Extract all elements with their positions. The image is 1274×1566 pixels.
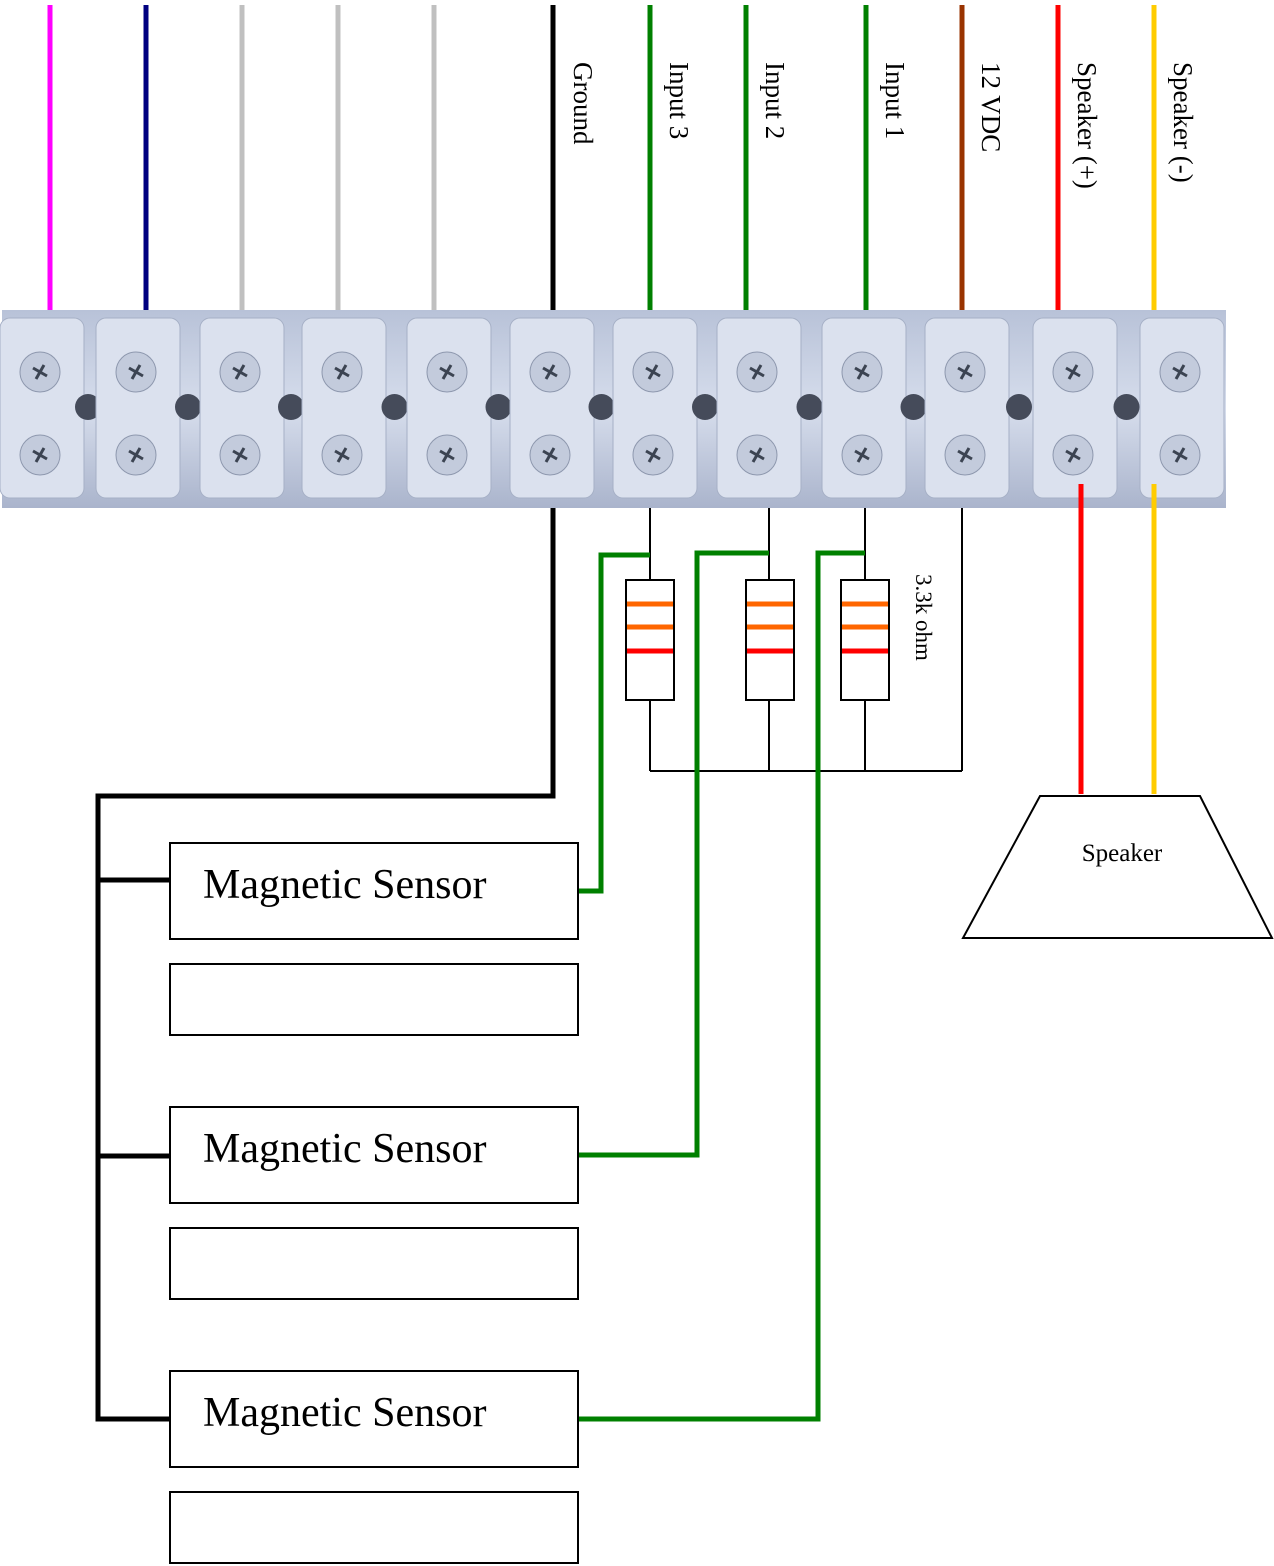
screw-slot [34, 447, 46, 463]
wire-sensor1-input3 [578, 552, 650, 894]
screw-slot [647, 364, 659, 380]
screw-slot [856, 364, 868, 380]
top-wires [47, 5, 1157, 312]
terminal-hole [796, 394, 823, 420]
screw-slot [336, 447, 348, 463]
terminal-hole [900, 394, 927, 420]
screw-slot [959, 447, 971, 463]
speaker-label: Speaker [1082, 840, 1163, 867]
sensor-body [169, 1106, 579, 1204]
terminal-cells [0, 317, 1225, 499]
label-input2: Input 2 [760, 62, 790, 139]
screw-slot [130, 364, 142, 380]
label-input1: Input 1 [880, 62, 910, 139]
resistor-body [745, 579, 795, 701]
label-ground: Ground [568, 62, 598, 145]
screw-slot [130, 447, 142, 463]
label-12vdc: 12 VDC [976, 62, 1006, 152]
label-speaker-pos: Speaker (+) [1072, 62, 1102, 189]
terminal-hole [485, 394, 512, 420]
resistor-input1 [840, 579, 890, 701]
speaker-shape [961, 795, 1274, 939]
sensor-label: Magnetic Sensor [203, 1126, 486, 1172]
sensor-label: Magnetic Sensor [203, 1390, 486, 1436]
screw-slot [1067, 364, 1079, 380]
sensor-magnet [169, 1227, 579, 1300]
terminal-block [0, 310, 1226, 508]
terminal-hole [75, 394, 101, 420]
terminal-hole [588, 394, 615, 420]
screw-slot [751, 364, 763, 380]
terminal-hole [1006, 394, 1032, 420]
sensor-body [169, 1370, 579, 1468]
sensor-magnet [169, 1491, 579, 1564]
resistor-body [840, 579, 890, 701]
wire-sensor3-input1 [578, 550, 865, 1422]
terminal-hole [175, 394, 201, 420]
sensor-magnet [169, 963, 579, 1036]
speaker: Speaker [961, 795, 1274, 939]
terminal-hole [381, 394, 408, 420]
screw-slot [544, 364, 556, 380]
label-speaker-neg: Speaker (-) [1168, 62, 1198, 183]
screw-slot [234, 364, 246, 380]
terminal-hole [278, 394, 304, 420]
resistors: 3.3k ohm [625, 574, 936, 701]
screw-slot [441, 364, 453, 380]
bottom-wiring [95, 484, 1157, 1422]
magnetic-sensor-2: Magnetic Sensor [169, 1106, 579, 1300]
terminal-labels: Ground Input 3 Input 2 Input 1 12 VDC Sp… [568, 62, 1198, 189]
sensors: Magnetic Sensor Magnetic Sensor Magnetic… [169, 842, 579, 1564]
resistor-input2 [745, 579, 795, 701]
terminal-hole [1113, 394, 1140, 420]
screw-slot [647, 447, 659, 463]
screw-slot [1174, 364, 1186, 380]
screw-slot [234, 447, 246, 463]
screw-slot [959, 364, 971, 380]
sensor-label: Magnetic Sensor [203, 862, 486, 908]
magnetic-sensor-1: Magnetic Sensor [169, 842, 579, 1036]
sensor-body [169, 842, 579, 940]
screw-slot [751, 447, 763, 463]
screw-slot [336, 364, 348, 380]
resistor-input3 [625, 579, 675, 701]
resistor-body [625, 579, 675, 701]
screw-slot [544, 447, 556, 463]
screw-slot [856, 447, 868, 463]
screw-slot [1067, 447, 1079, 463]
wire-ground-bus [95, 508, 556, 1422]
label-input3: Input 3 [664, 62, 694, 139]
resistor-value-label: 3.3k ohm [911, 574, 936, 661]
screw-slot [1174, 447, 1186, 463]
magnetic-sensor-3: Magnetic Sensor [169, 1370, 579, 1564]
screw-slot [441, 447, 453, 463]
terminal-hole [692, 394, 718, 420]
wire-sensor2-input2 [578, 550, 769, 1158]
screw-slot [34, 364, 46, 380]
